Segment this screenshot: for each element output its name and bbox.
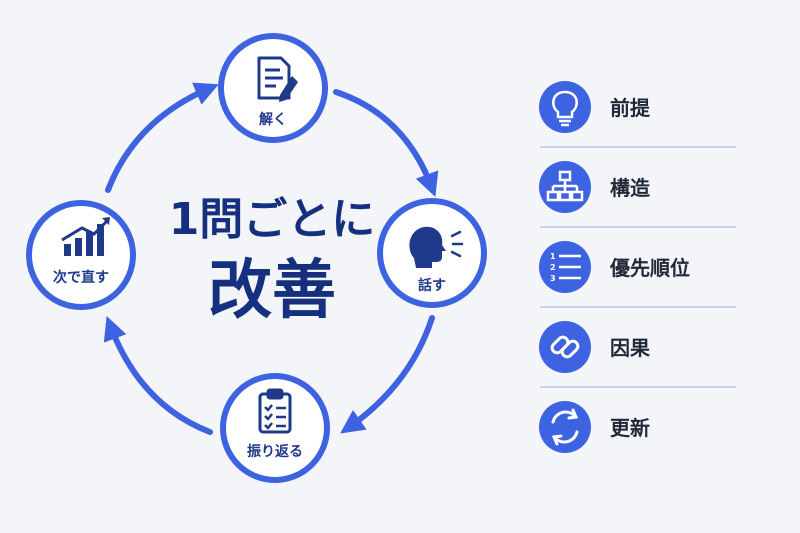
arrow-reflect-to-fix — [103, 316, 213, 435]
checklist-item-label: 前提 — [610, 96, 651, 120]
cycle-node-label: 解く — [259, 111, 287, 128]
cycle-node-label: 話す — [418, 277, 446, 294]
checklist-item-label: 構造 — [610, 176, 651, 200]
hierarchy-icon — [546, 170, 584, 202]
cycle-node-label: 次で直す — [53, 269, 109, 286]
checklist-item: 構造 — [539, 161, 651, 213]
refresh-icon — [551, 408, 579, 446]
arrow-speak-to-reflect — [340, 315, 435, 434]
cycle-node-fix-next: 次で直す — [26, 200, 136, 310]
growth-chart-icon — [61, 217, 110, 256]
center-title-line2: 改善 — [208, 254, 336, 328]
arrow-solve-to-speak — [333, 89, 439, 198]
cycle-arrows — [103, 82, 439, 435]
center-title-line1: 1問ごとに — [169, 194, 376, 245]
arrow-fix-to-solve — [105, 82, 219, 193]
chain-link-icon — [550, 335, 580, 359]
checklist-item: 1 2 3 優先順位 — [539, 241, 690, 293]
svg-text:3: 3 — [550, 274, 556, 283]
cycle-node-reflect: 振り返る — [220, 373, 330, 483]
checklist-item-label: 優先順位 — [609, 256, 690, 280]
checklist-item-label: 因果 — [610, 336, 650, 360]
checklist-clipboard-icon — [258, 388, 292, 434]
lightbulb-icon — [552, 90, 578, 127]
checklist-panel: 前提 構造 1 2 3 — [539, 81, 736, 453]
svg-text:1: 1 — [550, 252, 556, 261]
numbered-list-icon: 1 2 3 — [550, 252, 581, 283]
checklist-item: 前提 — [539, 81, 651, 133]
cycle-node-solve: 解く — [218, 33, 328, 143]
center-title: 1問ごとに 改善 — [169, 194, 376, 328]
checklist-item-label: 更新 — [610, 416, 650, 440]
speaking-head-icon — [409, 226, 464, 268]
cycle-node-speak: 話す — [377, 198, 487, 308]
cycle-node-label: 振り返る — [247, 443, 303, 460]
checklist-item: 更新 — [539, 401, 650, 453]
document-pencil-icon — [257, 56, 298, 102]
checklist-item: 因果 — [539, 321, 650, 373]
svg-text:2: 2 — [550, 263, 556, 272]
